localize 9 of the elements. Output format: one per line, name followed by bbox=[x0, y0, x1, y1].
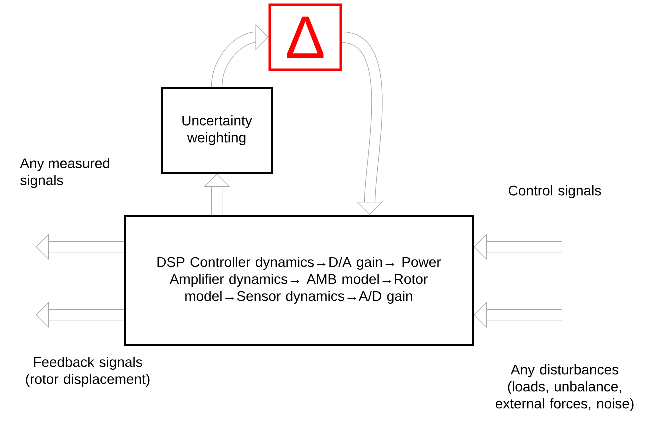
signal-label: Any measured signals bbox=[20, 158, 110, 188]
hollow-arrow bbox=[211, 24, 269, 88]
system-box: DSP Controller dynamics→D/A gain→ Power Amplifier dynamics→ AMB model→Rotor model→Sensor dynamics→A/D gain bbox=[124, 215, 474, 346]
signal-label: Any disturbances (loads, unbalance, external forces, noise) bbox=[496, 364, 634, 412]
signal-label: Control signals bbox=[509, 185, 602, 199]
signal-label: Feedback signals (rotor displacement) bbox=[26, 356, 150, 388]
weighting-box: Uncertainty weighting bbox=[161, 87, 273, 174]
uncertainty-block: Δ bbox=[268, 4, 342, 72]
hollow-arrow bbox=[341, 32, 384, 215]
